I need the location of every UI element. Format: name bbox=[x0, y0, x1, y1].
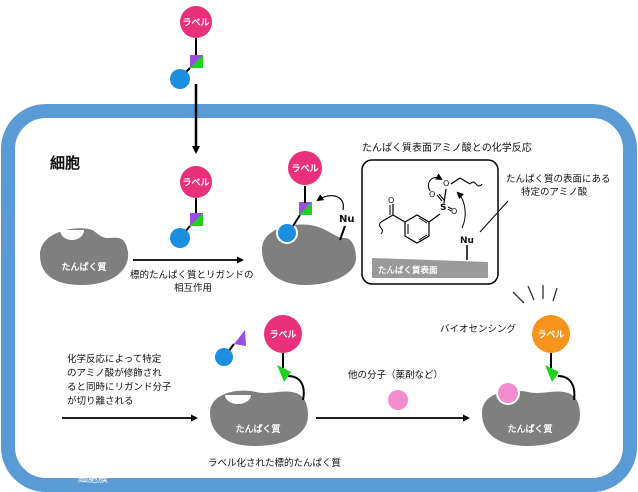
membrane-label: 細胞膜 bbox=[78, 472, 108, 485]
reaction-caption-3: ると同時にリガンド分子 bbox=[67, 382, 172, 393]
inset-amino-caption-1: たんぱく質の表面にある bbox=[506, 173, 611, 185]
inset-nu: Nu bbox=[460, 236, 474, 246]
protein-label: たんぱく質 bbox=[235, 423, 280, 435]
drug-molecule bbox=[388, 390, 408, 410]
labeled-protein: たんぱく質 ラベル bbox=[210, 315, 308, 446]
nu-label: Nu bbox=[339, 214, 355, 225]
interaction-caption-1: 標的たんぱく質とリガンドの bbox=[130, 269, 254, 281]
protein-ligand-complex: ラベル Nu bbox=[262, 151, 356, 285]
label-text: ラベル bbox=[537, 330, 564, 341]
reaction-caption-1: 化学反応によって特定 bbox=[67, 353, 162, 365]
label-text: ラベル bbox=[182, 18, 209, 29]
label-circle-orange bbox=[532, 315, 570, 353]
reaction-caption-4: が切り離される bbox=[67, 395, 134, 407]
biosensing-protein: たんぱく質 ラベル bbox=[482, 285, 580, 446]
label-circle bbox=[180, 6, 212, 38]
cell-membrane bbox=[1, 104, 637, 492]
svg-text:S: S bbox=[440, 203, 446, 213]
label-circle bbox=[264, 315, 302, 353]
svg-text:O: O bbox=[451, 207, 457, 216]
label-circle bbox=[288, 151, 322, 185]
protein-label: たんぱく質 bbox=[61, 261, 106, 273]
probe-outside: ラベル bbox=[170, 6, 212, 89]
reaction-inset: たんぱく質表面 O S O O O Nu bbox=[361, 159, 509, 285]
interaction-caption-2: 相互作用 bbox=[174, 282, 212, 294]
released-ligand bbox=[215, 330, 246, 366]
label-text: ラベル bbox=[291, 164, 318, 175]
svg-text:O: O bbox=[443, 179, 449, 188]
probe-inside: ラベル bbox=[170, 166, 212, 248]
protein-label: たんぱく質 bbox=[507, 423, 552, 435]
reaction-caption-2: のアミノ酸が修飾され bbox=[67, 367, 162, 379]
inset-title: たんぱく質表面アミノ酸との化学反応 bbox=[362, 141, 532, 154]
target-protein: たんぱく質 bbox=[40, 228, 129, 285]
label-text: ラベル bbox=[182, 178, 209, 189]
inset-amino-caption-2: 特定のアミノ酸 bbox=[521, 186, 588, 198]
biosensing-caption: バイオセンシング bbox=[440, 323, 517, 335]
label-circle bbox=[180, 166, 212, 198]
svg-text:O: O bbox=[388, 196, 394, 205]
inset-surface-label: たんぱく質表面 bbox=[378, 265, 438, 276]
label-text: ラベル bbox=[269, 330, 296, 341]
other-molecule-caption: 他の分子（薬剤など） bbox=[348, 369, 443, 381]
cell-title: 細胞 bbox=[50, 154, 80, 172]
svg-text:O: O bbox=[429, 190, 435, 199]
labeled-target-caption: ラベル化された標的たんぱく質 bbox=[208, 457, 341, 469]
